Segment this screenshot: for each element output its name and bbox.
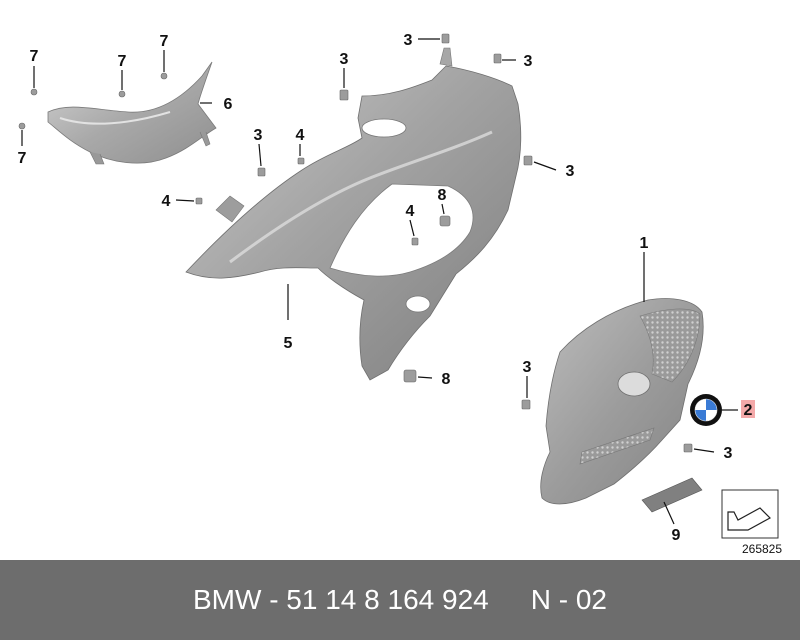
callout-3: 3 <box>523 359 532 376</box>
callout-7: 7 <box>18 150 27 167</box>
diagram-reference-number: 265825 <box>742 542 782 556</box>
part-1-side-cover <box>540 298 704 505</box>
callout-5: 5 <box>284 335 293 352</box>
fasteners <box>18 33 693 453</box>
part-5-front-panel <box>185 47 522 381</box>
callout-2: 2 <box>744 402 753 419</box>
callout-4: 4 <box>406 203 415 220</box>
part-number: BMW - 51 14 8 164 924 <box>193 584 489 615</box>
callout-8: 8 <box>442 371 451 388</box>
callout-labels: 7 7 7 7 6 3 3 3 3 3 3 3 4 4 4 8 8 5 1 2 … <box>18 32 755 544</box>
part-2-roundel-emblem <box>690 394 722 426</box>
callout-4: 4 <box>162 193 171 210</box>
callout-3: 3 <box>524 53 533 70</box>
callout-7: 7 <box>30 48 39 65</box>
part-9-trim-strip <box>641 477 703 513</box>
arrow-icon <box>727 507 771 531</box>
callout-7: 7 <box>160 33 169 50</box>
diagram-reference-box: 265825 <box>721 489 782 556</box>
version-code: N - 02 <box>530 584 607 615</box>
callout-3: 3 <box>404 32 413 49</box>
exploded-parts-diagram: 7 7 7 7 6 3 3 3 3 3 3 3 4 4 4 8 8 5 1 2 … <box>18 32 783 556</box>
callout-3: 3 <box>340 51 349 68</box>
part-number-footer: BMW - 51 14 8 164 924 N - 02 <box>0 560 800 640</box>
callout-6: 6 <box>224 96 233 113</box>
callout-2-highlight <box>741 400 755 418</box>
callout-7: 7 <box>118 53 127 70</box>
callout-3: 3 <box>254 127 263 144</box>
callout-8: 8 <box>438 187 447 204</box>
leader-lines <box>21 38 738 525</box>
part-6-upper-trim <box>47 61 217 165</box>
callout-3: 3 <box>724 445 733 462</box>
callout-9: 9 <box>672 527 681 544</box>
callout-4: 4 <box>296 127 305 144</box>
callout-3: 3 <box>566 163 575 180</box>
callout-1: 1 <box>640 235 649 252</box>
